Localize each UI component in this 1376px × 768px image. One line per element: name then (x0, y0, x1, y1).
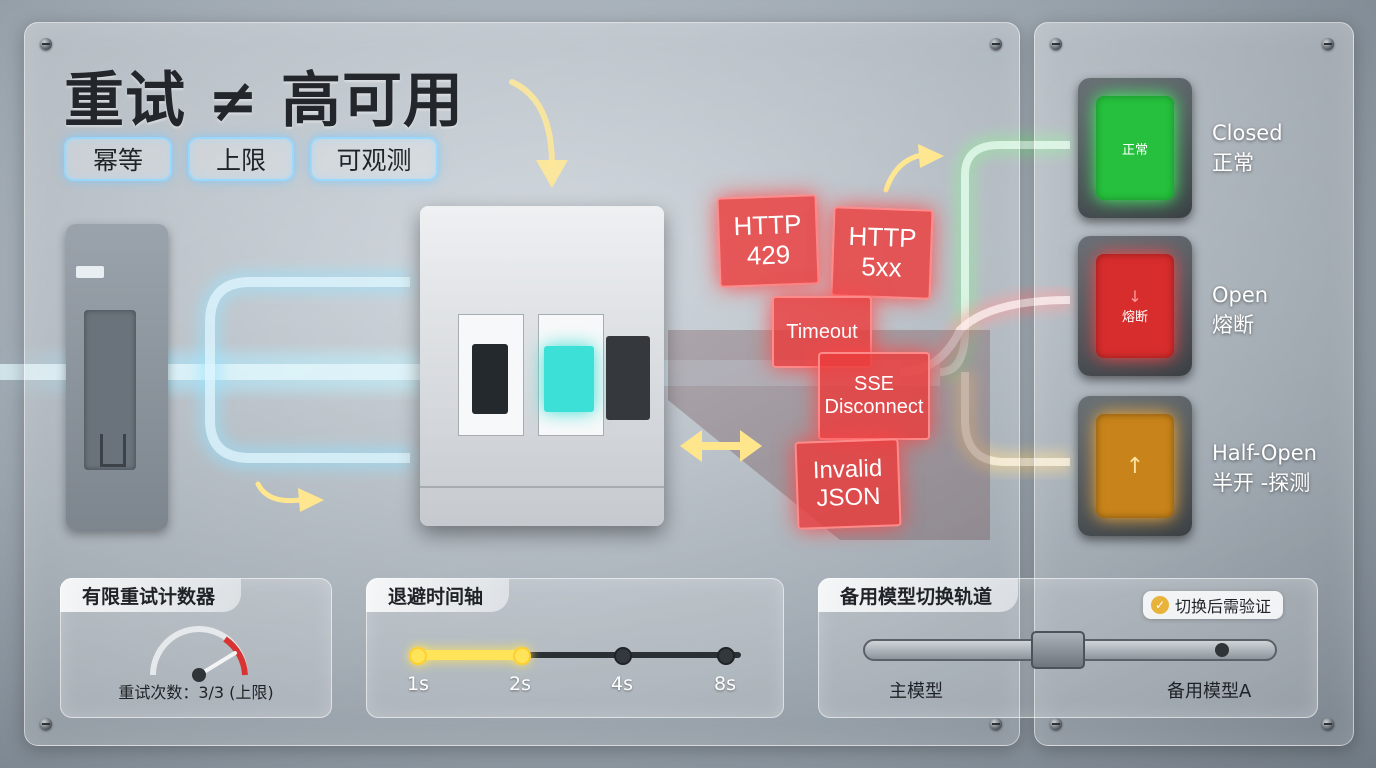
timeline-node-1s[interactable] (409, 647, 427, 665)
backoff-panel: 退避时间轴 1s 2s 4s 8s (366, 578, 784, 718)
timeline-tick-4s: 4s (611, 673, 633, 695)
gauge-icon (150, 626, 248, 682)
circuit-breaker (420, 206, 664, 526)
timeline-node-4s[interactable] (614, 647, 632, 665)
timeline-node-8s[interactable] (717, 647, 735, 665)
retry-count-text: 重试次数：3/3 (上限) (118, 683, 274, 702)
switch-track-panel: 备用模型切换轨道 ✓ 切换后需验证 主模型 备用模型A (818, 578, 1318, 718)
backoff-title: 退避时间轴 (366, 578, 510, 612)
state-half-open-zh: 半开 -探测 (1212, 471, 1311, 495)
state-open-button-label: 熔断 (1121, 310, 1148, 325)
verify-badge-label: 切换后需验证 (1175, 597, 1272, 616)
state-open-box: ↓ 熔断 (1078, 236, 1192, 376)
error-invalid-json-label: Invalid JSON (812, 455, 883, 513)
state-half-open-box: ↑ (1078, 396, 1192, 536)
screw-icon (1050, 38, 1062, 50)
check-icon: ✓ (1151, 596, 1169, 614)
timeline-tick-1s: 1s (407, 673, 429, 695)
timeline-tick-8s: 8s (714, 673, 736, 695)
error-http-5xx-label: HTTP 5xx (848, 220, 917, 283)
state-closed-label: Closed 正常 (1212, 118, 1283, 178)
page-title: 重试 ≠ 高可用 (64, 66, 465, 136)
timeline-track (415, 652, 741, 658)
switch-end-dot (1215, 643, 1229, 657)
state-half-open-label: Half-Open 半开 -探测 (1212, 438, 1317, 498)
state-open-en: Open (1212, 283, 1269, 307)
state-half-open-en: Half-Open (1212, 441, 1317, 465)
state-open-zh: 熔断 (1212, 313, 1254, 337)
error-sse-label: SSE Disconnect (824, 373, 924, 418)
screw-icon (40, 38, 52, 50)
state-closed-zh: 正常 (1212, 151, 1254, 175)
screw-icon (990, 718, 1002, 730)
tag-limit: 上限 (188, 137, 294, 181)
error-http-5xx: HTTP 5xx (830, 206, 934, 300)
state-closed-button-label: 正常 (1121, 142, 1148, 158)
down-arrow-icon: ↓ (1128, 287, 1142, 306)
error-http-429: HTTP 429 (716, 194, 820, 288)
error-sse-disconnect: SSE Disconnect (818, 352, 930, 440)
verify-badge: ✓ 切换后需验证 (1143, 591, 1284, 619)
error-timeout-label: Timeout (786, 320, 858, 343)
screw-icon (1322, 718, 1334, 730)
switch-slider-handle[interactable] (1031, 631, 1085, 669)
state-closed-en: Closed (1212, 121, 1283, 145)
mounting-bracket (66, 224, 168, 530)
state-open-label: Open 熔断 (1212, 280, 1268, 340)
state-closed-box: 正常 (1078, 78, 1192, 218)
timeline-node-2s[interactable] (513, 647, 531, 665)
error-invalid-json: Invalid JSON (794, 438, 902, 530)
screw-icon (40, 718, 52, 730)
up-arrow-icon: ↑ (1125, 453, 1145, 479)
state-closed-button[interactable]: 正常 (1096, 96, 1174, 200)
tag-observable: 可观测 (310, 137, 438, 181)
switch-right-label: 备用模型A (1167, 681, 1252, 702)
state-half-open-button[interactable]: ↑ (1096, 414, 1174, 518)
screw-icon (1050, 718, 1062, 730)
tag-idempotent: 幂等 (64, 137, 172, 181)
retry-counter-panel: 有限重试计数器 重试次数：3/3 (上限) (60, 578, 332, 718)
timeline-tick-2s: 2s (509, 673, 531, 695)
retry-counter-title: 有限重试计数器 (60, 578, 242, 612)
screw-icon (990, 38, 1002, 50)
switch-track-title: 备用模型切换轨道 (818, 578, 1019, 612)
error-http-429-label: HTTP 429 (732, 208, 802, 271)
state-open-button[interactable]: ↓ 熔断 (1096, 254, 1174, 358)
timeline-progress (415, 650, 521, 660)
screw-icon (1322, 38, 1334, 50)
switch-left-label: 主模型 (889, 681, 943, 702)
